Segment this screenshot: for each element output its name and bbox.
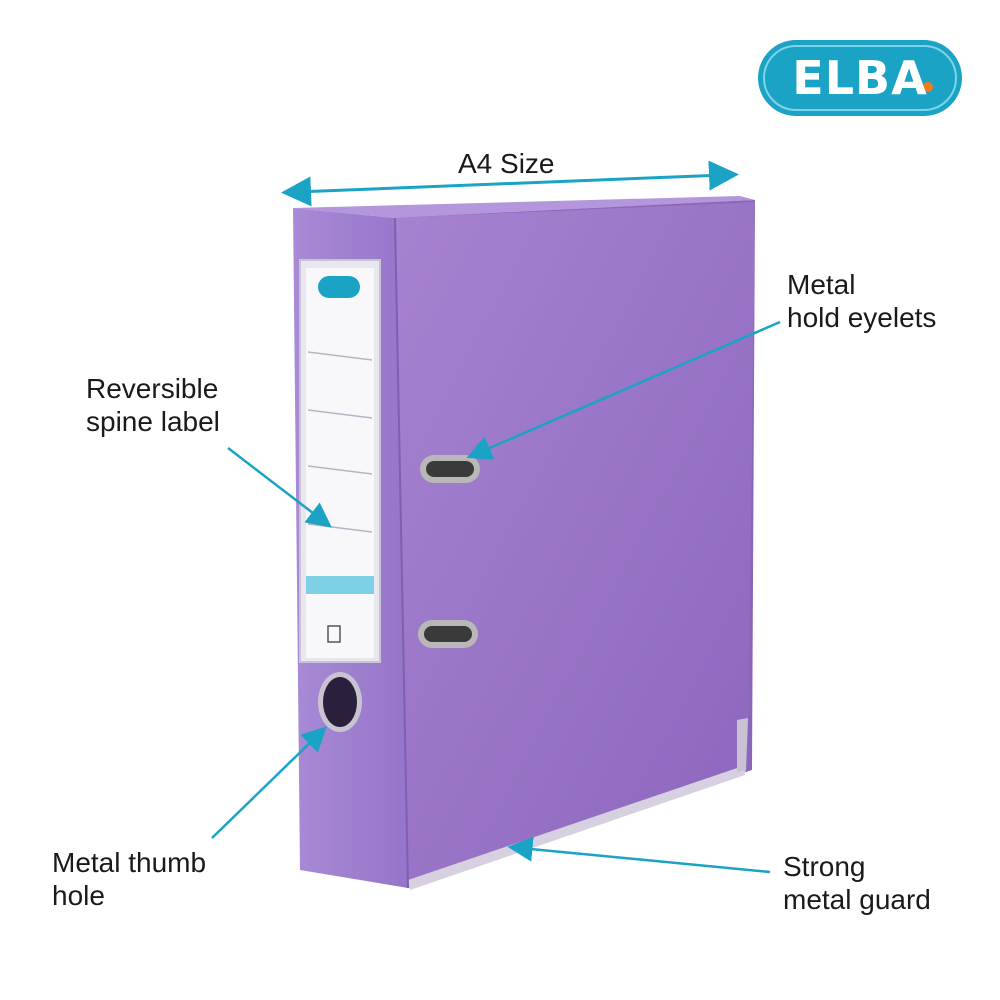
callout-eyelets-line2: hold eyelets [787,302,937,333]
spine-fold [394,217,409,889]
pointer-eyelets [466,320,781,460]
callout-spine-label-line2: spine label [86,406,220,437]
dimension-label: A4 Size [458,148,555,179]
binder-front-cover [395,202,755,888]
callout-thumb-hole-line1: Metal thumb [52,847,207,878]
eyelet-top [420,455,480,483]
binder-top-edge [293,196,755,218]
elba-logo-text: ELBA [792,51,928,105]
callout-eyelets-line1: Metal [787,269,856,300]
spine-label [299,259,381,663]
pointer-metal-guard [507,836,771,874]
thumb-hole [318,672,362,732]
callout-spine-label: Reversible spine label [86,372,220,438]
callout-spine-label-line1: Reversible [86,373,219,404]
metal-guard [408,765,746,890]
callout-thumb-hole: Metal thumb hole [52,846,206,912]
callout-thumb-hole-line2: hole [52,880,105,911]
callout-eyelets: Metal hold eyelets [787,268,936,334]
eyelet-bottom [418,620,478,648]
elba-logo [758,40,962,116]
pointer-thumb-hole [211,726,327,839]
pointer-spine-label [227,447,332,528]
callout-metal-guard: Strong metal guard [783,850,931,916]
guard-corner [737,718,748,772]
callout-metal-guard-line1: Strong [783,851,866,882]
callout-metal-guard-line2: metal guard [783,884,931,915]
dimension-arrow [281,160,739,207]
